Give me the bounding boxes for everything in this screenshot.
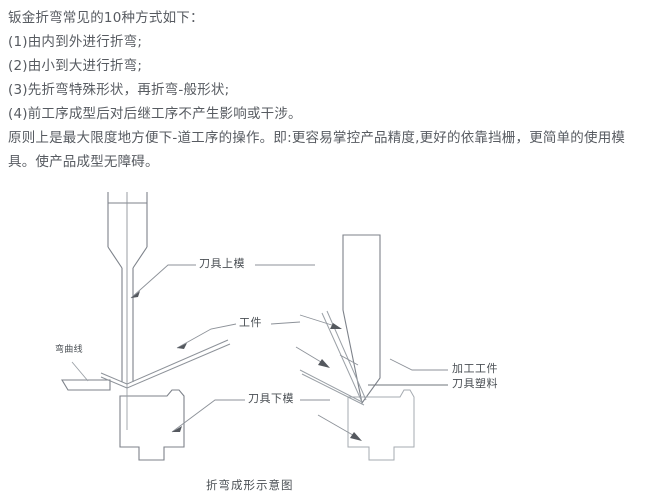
- lower-die-leader: [171, 399, 245, 433]
- paragraph-intro: 钣金折弯常见的10种方式如下：: [8, 10, 204, 26]
- paragraph-item-3: (3)先折弯特殊形状，再折弯-般形状;: [8, 82, 230, 98]
- label-blank-note: 弯曲线: [55, 345, 83, 355]
- right-upper-punch: [342, 234, 381, 405]
- paragraph-item-1: (1)由内到外进行折弯;: [8, 34, 143, 50]
- workpiece-leader: [176, 323, 237, 349]
- right-lower-die: [347, 389, 415, 461]
- bending-schematic-diagram: 弯曲线 刀具上模 工件 刀具下模 刀具塑料 加工工件 折弯成形示意图: [0, 185, 653, 500]
- tool-material-arrow-leader: [339, 354, 359, 366]
- left-lower-die: [119, 382, 185, 461]
- upper-die-leader: [130, 264, 196, 299]
- label-tool-material: 刀具塑料: [452, 377, 498, 390]
- workpiece-label-rule-right: [270, 321, 301, 325]
- paragraph-item-2: (2)由小到大进行折弯;: [8, 58, 143, 74]
- left-upper-punch: [107, 192, 148, 382]
- blank-plate-shape: [61, 379, 111, 391]
- label-upper-die: 刀具上模: [199, 257, 245, 270]
- label-workpiece: 工件: [239, 316, 262, 329]
- paragraph-principle-line-1: 原则上是最大限度地方便下-道工序的操作。即:更容易掌控产品精度,更好的依靠挡栅，…: [8, 130, 626, 146]
- right-die-arrow-leader: [317, 414, 362, 441]
- diagram-caption: 折弯成形示意图: [206, 478, 294, 492]
- paragraph-item-4: (4)前工序成型后对后继工序不产生影响或干涉。: [8, 106, 302, 122]
- processed-part-leader: [389, 358, 448, 371]
- paragraph-principle-line-2: 具。使产品成型无障碍。: [8, 154, 159, 170]
- article-text-block: 钣金折弯常见的10种方式如下： (1)由内到外进行折弯; (2)由小到大进行折弯…: [8, 6, 648, 174]
- label-lower-die: 刀具下模: [248, 392, 294, 405]
- right-sheet-arrow-leader: [295, 346, 330, 368]
- blank-note-leader: [71, 361, 89, 382]
- label-processed-part: 加工工件: [452, 362, 498, 375]
- left-workpiece-sheet: [100, 339, 231, 389]
- diagram-vector-canvas: [61, 192, 448, 461]
- right-punch-arrow-leader: [299, 314, 342, 329]
